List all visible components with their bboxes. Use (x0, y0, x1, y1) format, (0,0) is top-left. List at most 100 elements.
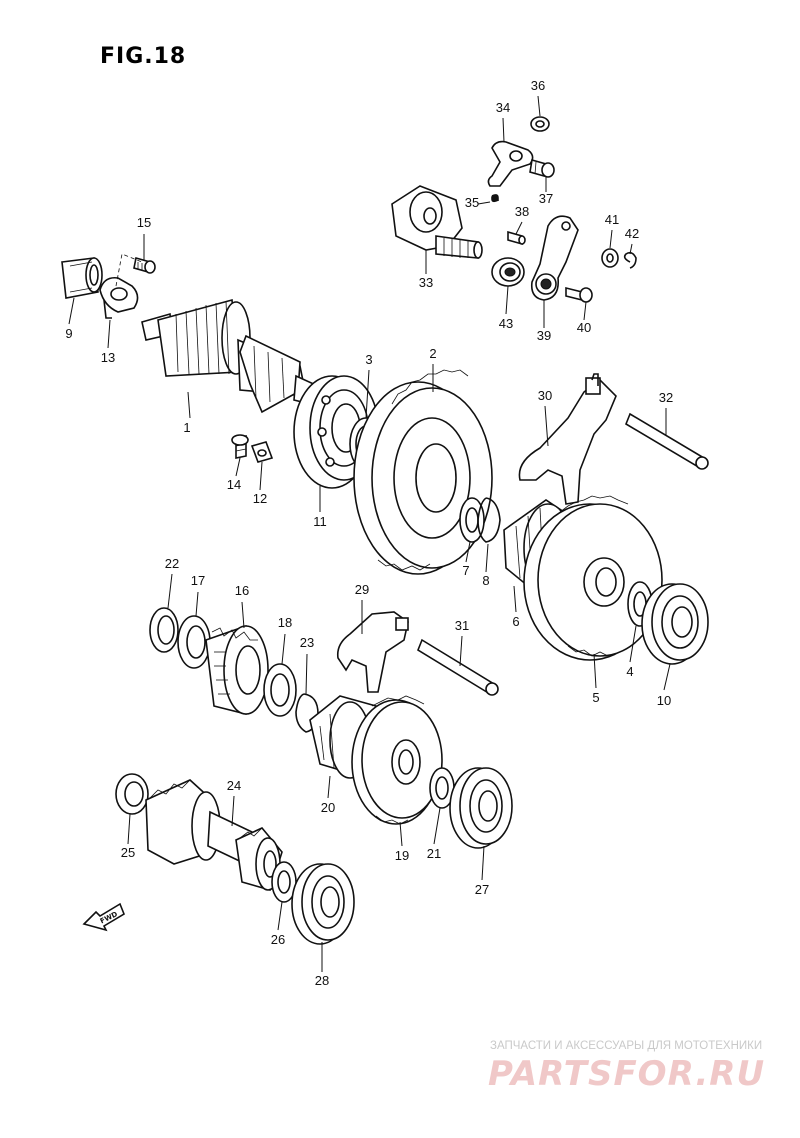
leader-line-19 (399, 821, 403, 847)
callout-37: 37 (539, 191, 553, 206)
part-43-oil-seal (491, 257, 525, 287)
part-42-circlip (623, 251, 637, 269)
leader-line-14 (235, 457, 241, 477)
part-26-washer (271, 861, 297, 903)
callout-2: 2 (429, 346, 436, 361)
callout-25: 25 (121, 845, 135, 860)
leader-line-3 (365, 369, 370, 419)
part-32-fork-shaft (625, 412, 709, 470)
callout-3: 3 (365, 352, 372, 367)
callout-18: 18 (278, 615, 292, 630)
leader-line-8 (485, 543, 489, 573)
callout-36: 36 (531, 78, 545, 93)
callout-26: 26 (271, 932, 285, 947)
callout-8: 8 (482, 573, 489, 588)
callout-42: 42 (625, 226, 639, 241)
leader-line-12 (259, 461, 263, 491)
part-34-stopper-plate (487, 140, 534, 187)
callout-11: 11 (313, 514, 327, 529)
callout-40: 40 (577, 320, 591, 335)
leader-line-24 (231, 795, 235, 827)
leader-line-9 (68, 297, 75, 325)
part-12-washer (250, 441, 274, 463)
leader-line-7 (465, 541, 471, 563)
callout-27: 27 (475, 882, 489, 897)
callout-35: 35 (465, 195, 479, 210)
part-31-fork-shaft (417, 638, 499, 696)
callout-17: 17 (191, 573, 205, 588)
callout-7: 7 (462, 563, 469, 578)
part-10-ball-bearing (641, 583, 709, 665)
part-28-ball-bearing (291, 863, 355, 945)
part-2-gear (353, 369, 493, 575)
part-15-screw (133, 256, 156, 274)
leader-line-41 (609, 229, 613, 249)
callout-9: 9 (65, 326, 72, 341)
leader-line-34 (502, 117, 505, 143)
leader-line-16 (241, 601, 245, 629)
part-39-shift-arm (530, 215, 579, 301)
callout-16: 16 (235, 583, 249, 598)
part-35-spring (491, 194, 499, 203)
fwd-arrow-icon: FWD (82, 902, 125, 932)
part-23-circlip (295, 693, 319, 733)
leader-line-20 (327, 775, 331, 799)
part-7-washer (459, 497, 485, 543)
callout-15: 15 (137, 215, 151, 230)
leader-line-21 (433, 807, 441, 845)
callout-20: 20 (321, 800, 335, 815)
callout-33: 33 (419, 275, 433, 290)
part-16-gear (205, 625, 269, 715)
callout-1: 1 (183, 420, 190, 435)
part-41-washer (601, 248, 619, 268)
callout-31: 31 (455, 618, 469, 633)
part-27-ball-bearing (449, 767, 513, 849)
leader-line-13 (107, 319, 111, 349)
callout-24: 24 (227, 778, 241, 793)
part-24-driveshaft (145, 779, 283, 891)
callout-41: 41 (605, 212, 619, 227)
callout-30: 30 (538, 388, 552, 403)
leader-line-23 (305, 653, 308, 695)
leader-line-42 (629, 243, 633, 255)
part-9-needle-bearing (61, 257, 103, 299)
callout-12: 12 (253, 491, 267, 506)
watermark-logo: PARTSFOR.RU (488, 1054, 766, 1094)
part-38-pin (507, 230, 526, 246)
leader-line-4 (629, 625, 637, 663)
callout-28: 28 (315, 973, 329, 988)
callout-32: 32 (659, 390, 673, 405)
callout-13: 13 (101, 350, 115, 365)
callout-43: 43 (499, 316, 513, 331)
leader-line-35 (477, 201, 491, 205)
leader-line-18 (281, 633, 286, 665)
callout-34: 34 (496, 100, 510, 115)
callout-4: 4 (626, 664, 633, 679)
callout-5: 5 (592, 690, 599, 705)
part-33-shift-cam (391, 185, 483, 259)
part-13-retainer-plate (99, 276, 139, 319)
callout-6: 6 (512, 614, 519, 629)
callout-29: 29 (355, 582, 369, 597)
callout-19: 19 (395, 848, 409, 863)
callout-10: 10 (657, 693, 671, 708)
watermark-caption: ЗАПЧАСТИ И АКСЕССУАРЫ ДЛЯ МОТОТЕХНИКИ (490, 1040, 763, 1052)
leader-line-6 (513, 585, 517, 613)
leader-line-26 (277, 901, 283, 931)
part-21-washer (429, 767, 455, 809)
leader-line-10 (663, 663, 671, 691)
callout-14: 14 (227, 477, 241, 492)
callout-39: 39 (537, 328, 551, 343)
callout-38: 38 (515, 204, 529, 219)
leader-line-5 (593, 653, 597, 689)
callout-21: 21 (427, 846, 441, 861)
part-1-countershaft (141, 298, 319, 414)
leader-line-25 (127, 813, 131, 845)
part-40-bolt (565, 286, 593, 303)
leader-line-17 (195, 591, 199, 617)
leader-line-40 (583, 301, 587, 321)
leader-line-36 (537, 95, 541, 117)
part-29-shift-fork (336, 611, 409, 693)
